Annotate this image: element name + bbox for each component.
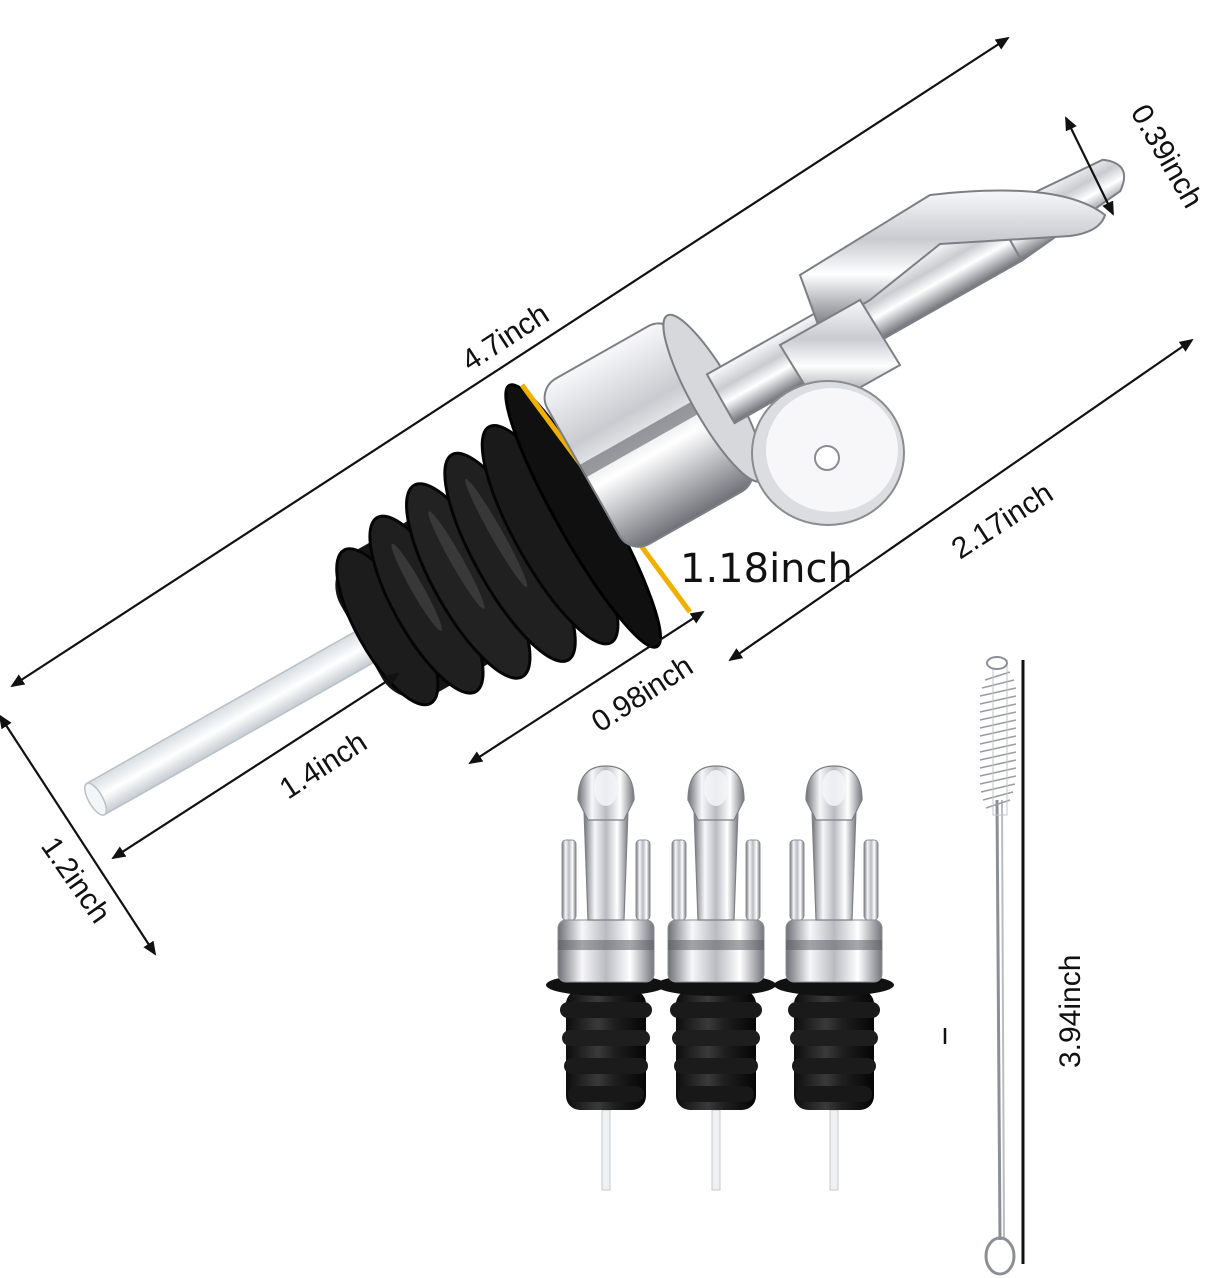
- collar-diameter-label: 1.18inch: [680, 546, 853, 592]
- dimension-lines: [0, 36, 1194, 1264]
- pourer-set: [545, 765, 895, 1191]
- small-pourer-2: [655, 765, 777, 1191]
- base-diameter-arrow: [0, 714, 157, 956]
- upper-length-label: 2.17inch: [946, 476, 1059, 565]
- cleaning-brush: [979, 656, 1017, 1276]
- disc-pin: [814, 445, 840, 471]
- spout-tip-arrow: [1065, 116, 1114, 216]
- upper-length-arrow: [728, 338, 1194, 662]
- pourer-tube: [85, 619, 393, 816]
- brush-loop: [984, 1236, 1016, 1276]
- stopper-length-label: 0.98inch: [586, 649, 699, 738]
- tube-length-arrow: [111, 672, 400, 860]
- base-diameter-label: 1.2inch: [34, 831, 117, 929]
- brush-length-label: 3.94inch: [1054, 955, 1087, 1068]
- small-pourer-1: [545, 765, 667, 1191]
- spout-tip-label: 0.39inch: [1124, 99, 1209, 214]
- pourer-spout: [705, 158, 1126, 425]
- small-pourer-3: [773, 765, 895, 1191]
- tube-length-label: 1.4inch: [274, 726, 373, 806]
- brush-bristles: [979, 671, 1017, 809]
- stopper-length-arrow: [468, 610, 705, 765]
- overall-length-arrow: [10, 36, 1010, 688]
